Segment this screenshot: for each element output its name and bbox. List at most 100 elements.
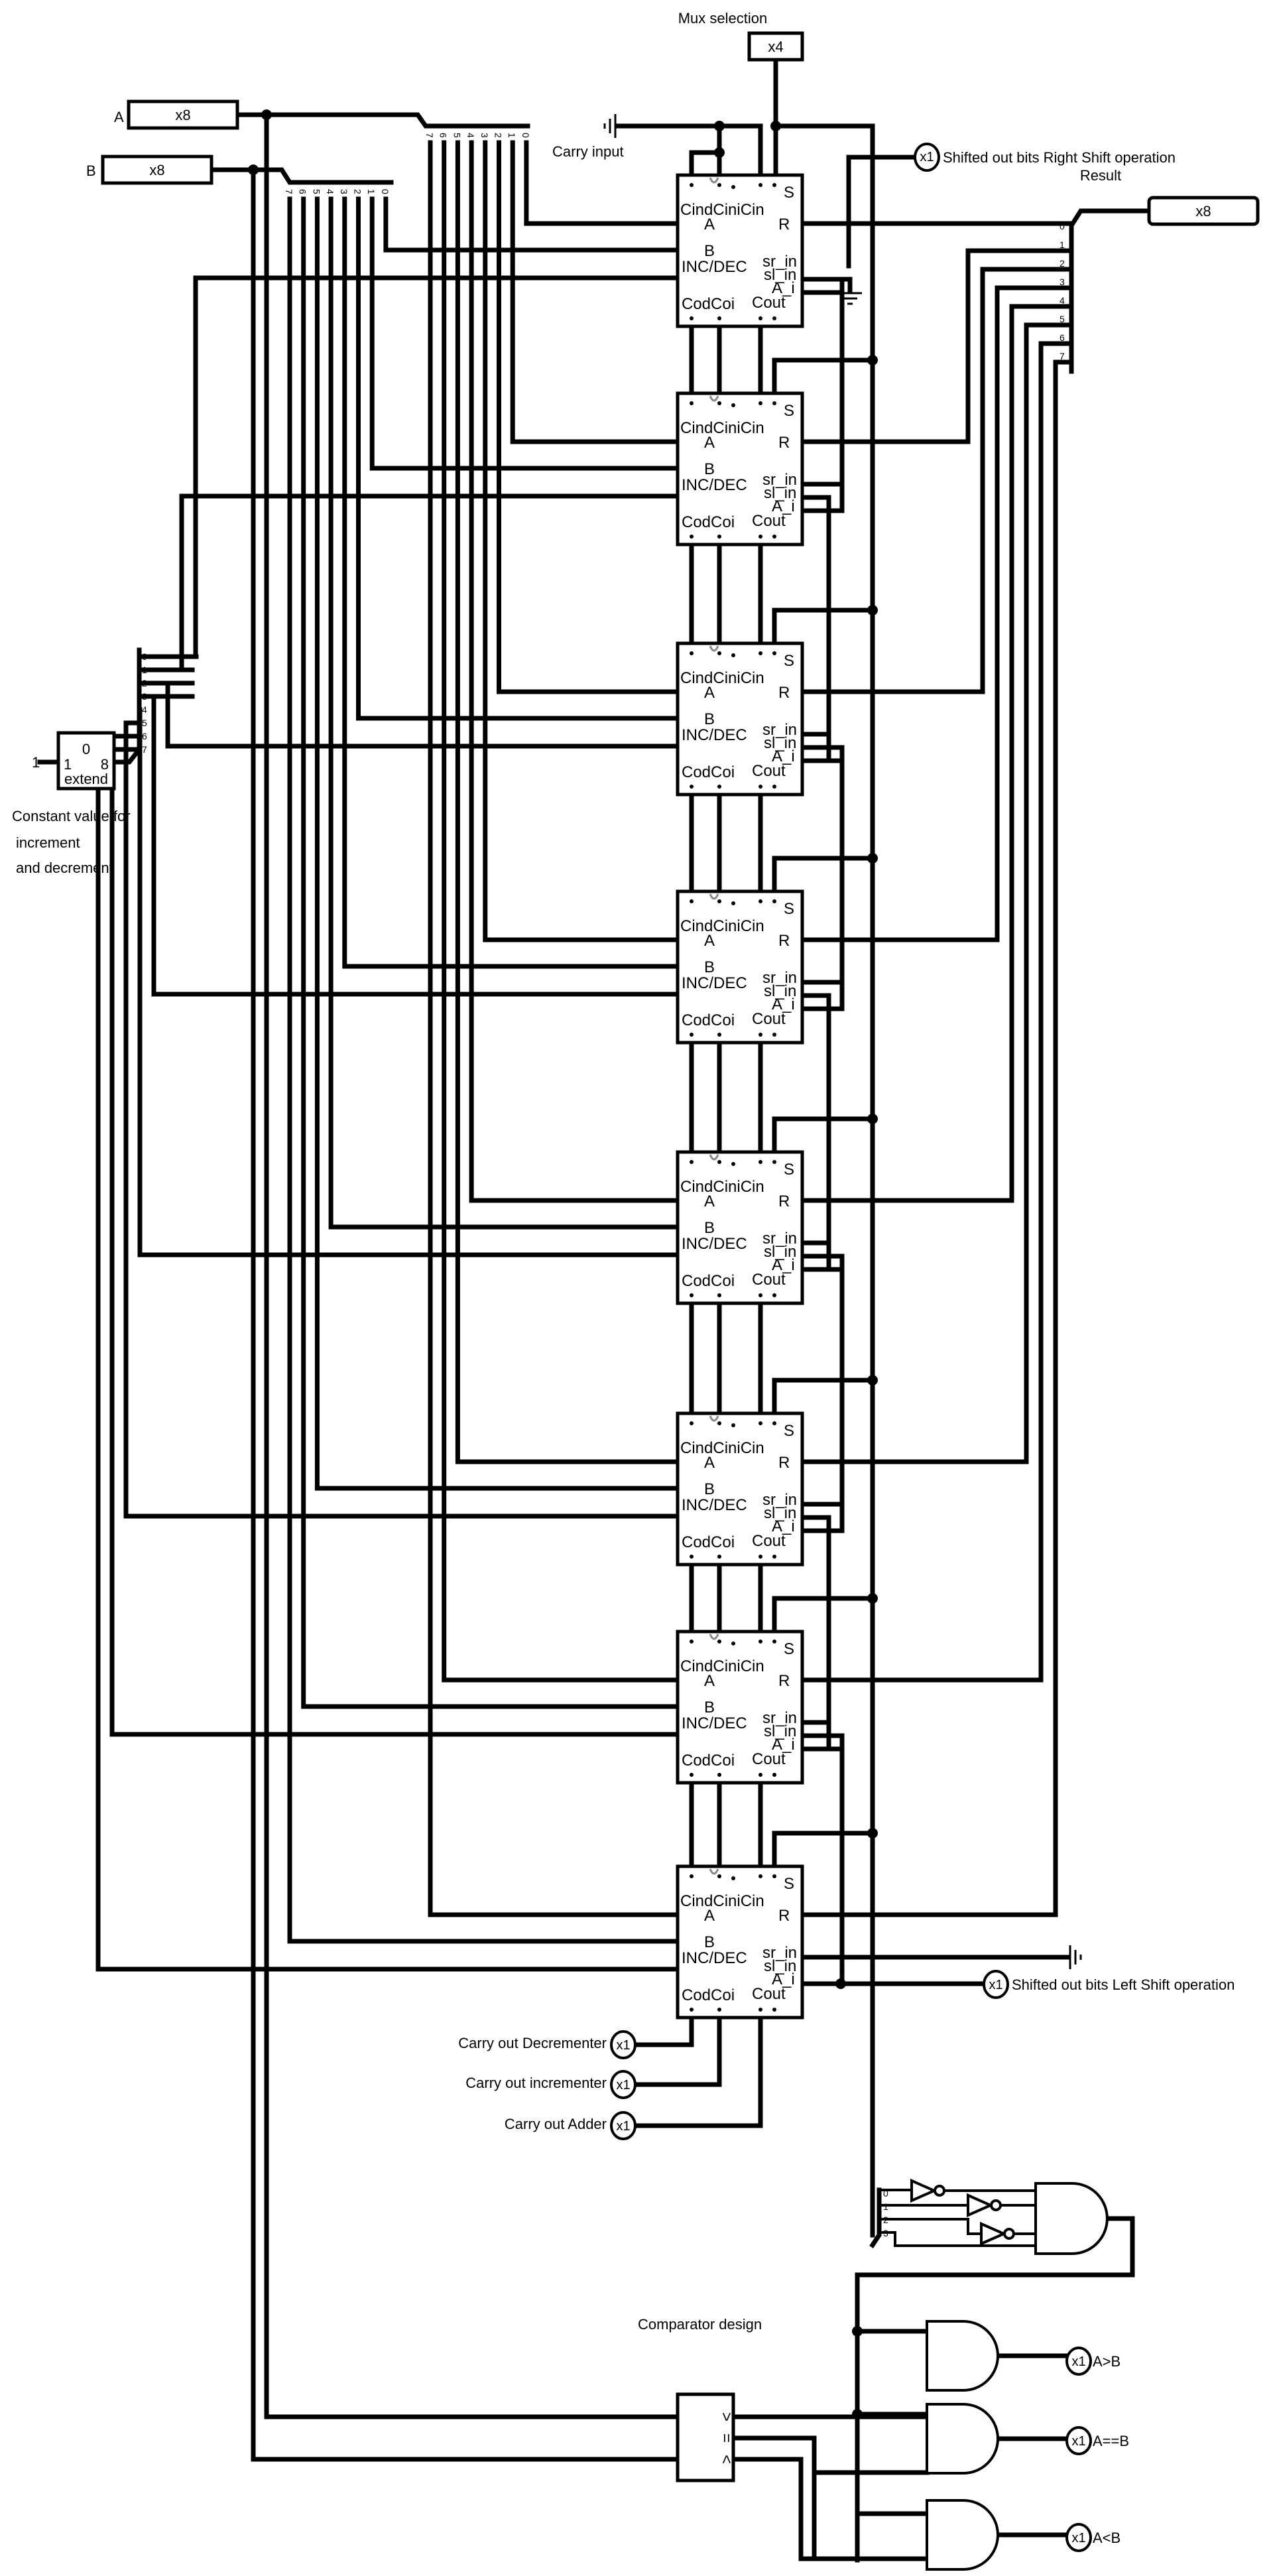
probe-circle[interactable]: [983, 1970, 1009, 1999]
and-gate[interactable]: [926, 2320, 999, 2392]
result-output-pin[interactable]: Result x8: [1080, 167, 1260, 226]
sl-in-ground-wire: [800, 277, 853, 294]
a-splitter-bit-label: 1: [507, 133, 517, 138]
slice-sl-in-label: sl_in: [764, 1504, 796, 1522]
input-b-width: x8: [149, 162, 164, 178]
probe-circle[interactable]: [610, 2111, 636, 2140]
slice-cout-label: Cout: [752, 1532, 786, 1550]
alu-slice-body[interactable]: [676, 1864, 804, 2020]
alu-slice-body[interactable]: [676, 391, 804, 547]
slice-a-label: A: [704, 1672, 715, 1690]
result-bit-wire: [800, 359, 1074, 1917]
not-gate[interactable]: [980, 2221, 1015, 2246]
slice-select-label: S: [784, 1422, 794, 1440]
alu-slice-body[interactable]: [676, 1630, 804, 1785]
shift-left-link: [800, 1733, 845, 1986]
alu-slice-body[interactable]: [676, 1150, 804, 1305]
probe-carry-incrementer[interactable]: Carry out incrementer x1: [465, 2070, 636, 2099]
slice-sr-in-label: sr_in: [762, 1944, 797, 1962]
result-splitter-bit-label: 2: [1060, 258, 1065, 269]
not-gate-bubble: [934, 2185, 945, 2197]
not-gate-body[interactable]: [967, 2193, 994, 2218]
slice-incdec-label: INC/DEC: [682, 1496, 747, 1514]
slice-a-i-label: A_i: [772, 1736, 795, 1754]
alu-slice-body[interactable]: [676, 641, 804, 797]
slice-a-i-label: A_i: [772, 747, 795, 765]
pin-dot: [772, 2008, 776, 2012]
slice-select-label: S: [784, 402, 794, 420]
input-b-box[interactable]: [101, 155, 213, 185]
input-a-box[interactable]: [127, 99, 239, 130]
probe-a-less-b[interactable]: x1 A<B: [1065, 2523, 1121, 2552]
slice-carry-outputs-label: CodCoi: [682, 1752, 735, 1770]
input-a-pin[interactable]: x8: [127, 99, 239, 130]
alu-slice-body[interactable]: [676, 1411, 804, 1567]
probe-circle[interactable]: [1065, 2523, 1092, 2552]
slice-b-label: B: [704, 1480, 715, 1498]
slice-carry-inputs-label: CindCiniCin: [680, 1439, 764, 1457]
extend-box[interactable]: [56, 731, 116, 791]
slice-incdec-label: INC/DEC: [682, 1949, 747, 1967]
slice-b-label: B: [704, 1933, 715, 1951]
slice-sr-in-label: sr_in: [762, 253, 797, 271]
alu-slice-body[interactable]: [676, 173, 804, 328]
constant-caption-line-3: and decrement: [16, 860, 113, 876]
not-gate-body[interactable]: [910, 2178, 938, 2203]
shift-right-link: [800, 1006, 831, 1246]
slice-a-label: A: [704, 434, 715, 452]
and-gate[interactable]: [926, 2499, 999, 2571]
constant-extender[interactable]: 1 0 1 8 extend: [32, 731, 116, 791]
result-box[interactable]: [1147, 196, 1260, 226]
pin-dot: [690, 1033, 694, 1037]
probe-circle[interactable]: [914, 143, 940, 172]
probe-circle[interactable]: [610, 2030, 636, 2059]
and-gate[interactable]: [1034, 2182, 1109, 2255]
comparator-box[interactable]: [676, 2392, 735, 2482]
pin-dot: [717, 1555, 721, 1559]
input-b-pin[interactable]: x8: [101, 155, 213, 185]
mux-selection-pin[interactable]: x4: [747, 31, 804, 62]
not-gate-body[interactable]: [980, 2221, 1007, 2246]
pin-dot: [717, 1640, 721, 1643]
select-wire: [772, 1378, 875, 1416]
comparator[interactable]: > = <: [676, 2392, 735, 2482]
probe-shift-right[interactable]: x1 Shifted out bits Right Shift operatio…: [914, 143, 1176, 172]
decoder-splitter-bit-label: 3: [883, 2228, 888, 2238]
b-bit-wire: [301, 196, 707, 1709]
pin-dot: [690, 1773, 694, 1777]
probe-circle[interactable]: [1065, 2426, 1092, 2455]
probe-shift-left[interactable]: x1 Shifted out bits Left Shift operation: [983, 1970, 1235, 1999]
mux-selection-box[interactable]: [747, 31, 804, 62]
probe-carry-decrementer[interactable]: Carry out Decrementer x1: [458, 2030, 636, 2059]
result-splitter-bit-label: 1: [1060, 239, 1065, 250]
a-splitter-bit-label: 7: [424, 133, 435, 138]
slice-carry-inputs-label: CindCiniCin: [680, 1657, 764, 1675]
shift-right-link: [800, 290, 845, 487]
probe-circle[interactable]: [610, 2070, 636, 2099]
b-bit-wire: [356, 196, 707, 721]
probe-circle[interactable]: [1065, 2347, 1092, 2376]
pin-dot: [717, 183, 721, 187]
slice-incdec-label: INC/DEC: [682, 974, 747, 992]
b-bit-wire: [287, 196, 707, 1944]
alu-slice-body[interactable]: [676, 889, 804, 1045]
probe-a-greater-b[interactable]: x1 A>B: [1065, 2347, 1121, 2376]
pin-dot: [758, 535, 762, 539]
pin-dot: [772, 1033, 776, 1037]
pin-dot: [772, 1640, 776, 1643]
pin-dot: [758, 1555, 762, 1559]
probe-carry-adder[interactable]: Carry out Adder x1: [505, 2111, 636, 2140]
and-gate[interactable]: [926, 2403, 999, 2475]
not-gate[interactable]: [967, 2193, 1002, 2218]
probe-a-equal-b[interactable]: x1 A==B: [1065, 2426, 1129, 2455]
slice-sr-in-label: sr_in: [762, 1709, 797, 1727]
not-gate[interactable]: [910, 2178, 945, 2203]
